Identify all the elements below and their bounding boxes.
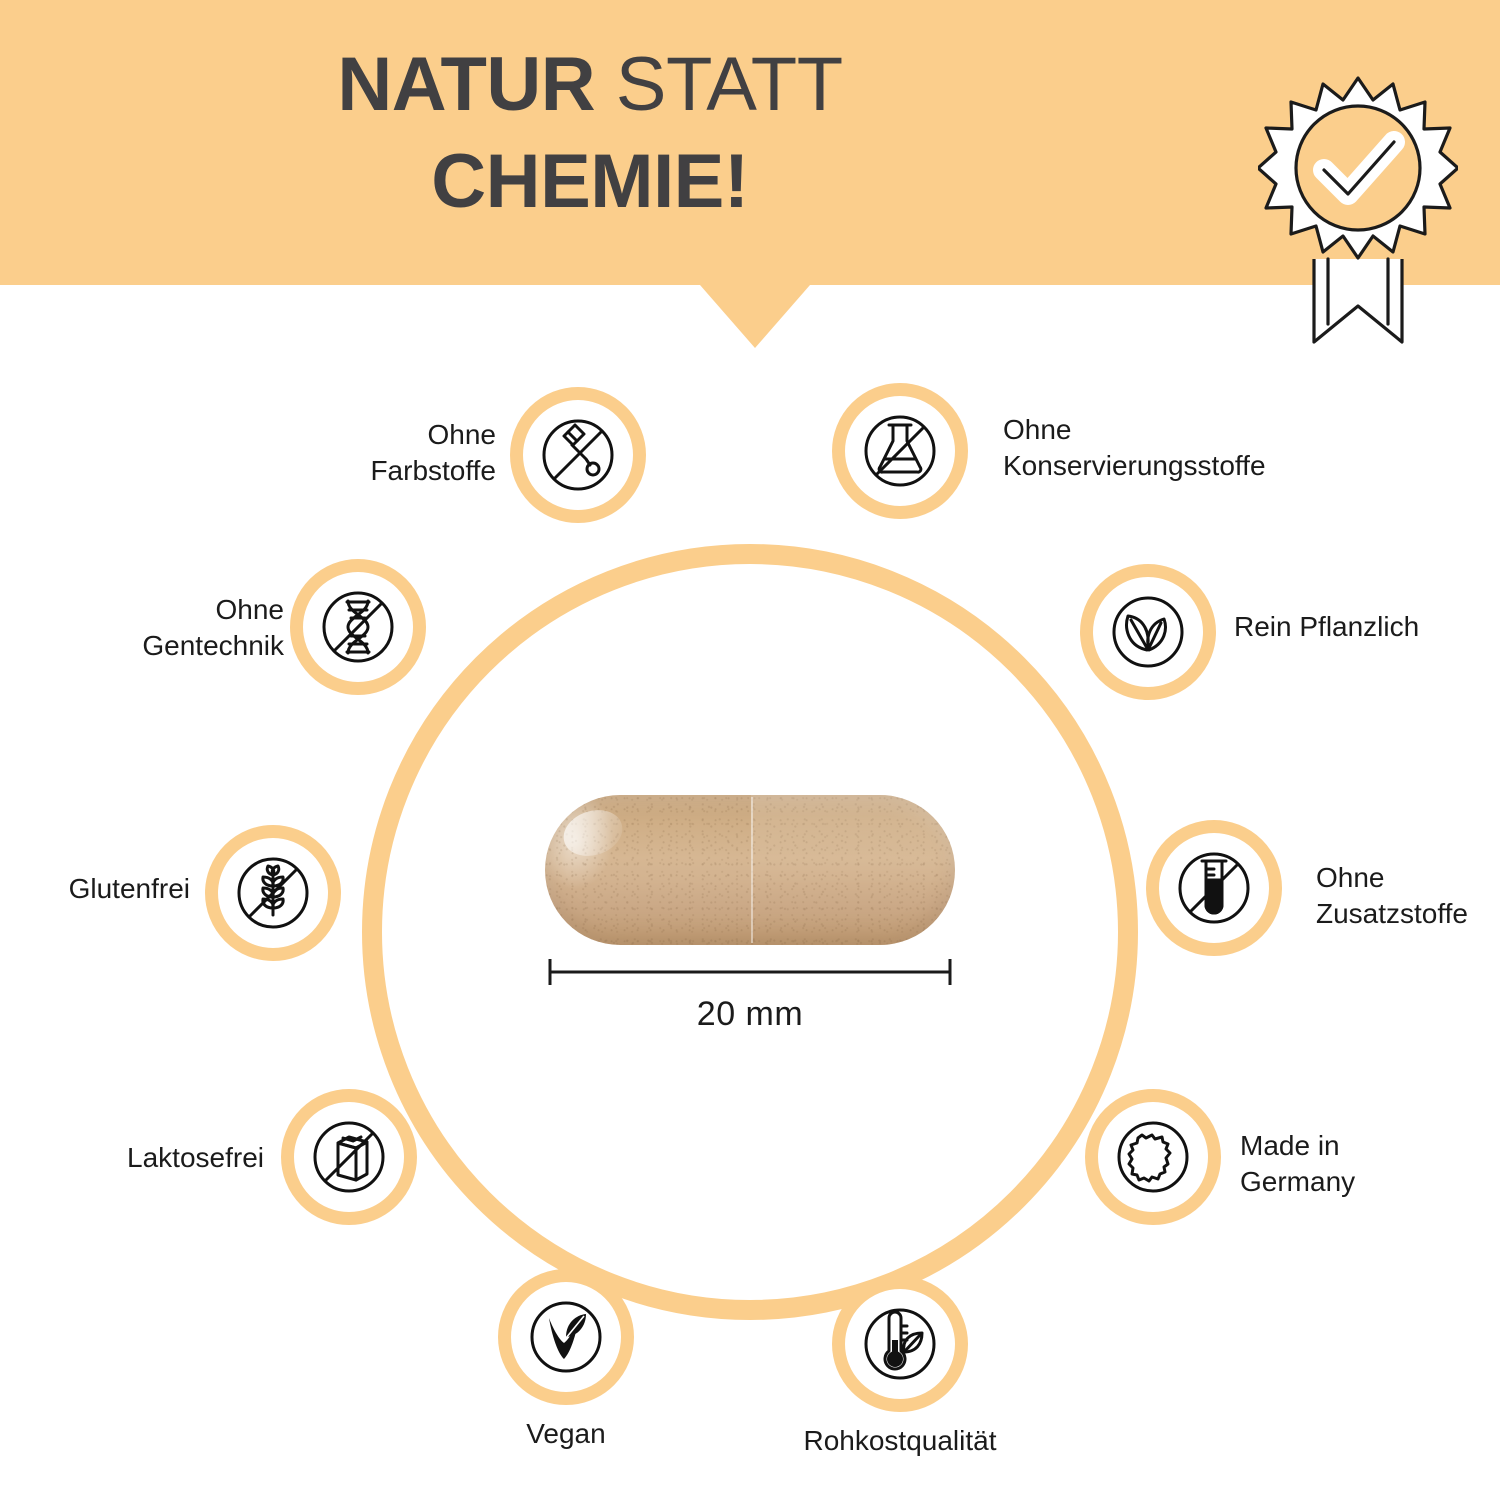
badge-label-laktosefrei: Laktosefrei bbox=[127, 1142, 264, 1173]
capsule-icon bbox=[545, 795, 955, 945]
thermometer-leaf-icon bbox=[854, 1298, 946, 1390]
capsule-seam bbox=[751, 797, 753, 943]
speech-bubble-pointer bbox=[700, 285, 810, 348]
no-dna-icon bbox=[312, 581, 404, 673]
starburst-check-ribbon-icon bbox=[1256, 74, 1460, 344]
page-title-word-natur: NATUR bbox=[337, 42, 596, 127]
badge-ohne-zusatzstoffe[interactable] bbox=[1146, 820, 1282, 956]
badge-label-ohne-farbstoffe: Ohne Farbstoffe bbox=[370, 419, 496, 487]
capsule-body bbox=[545, 795, 955, 945]
page-title: NATUR STATT CHEMIE! bbox=[0, 36, 1180, 231]
badge-label-vegan: Vegan bbox=[526, 1418, 606, 1449]
header-banner: NATUR STATT CHEMIE! bbox=[0, 0, 1500, 285]
dimension-line bbox=[547, 955, 953, 989]
badge-label-ohne-zusatzstoffe: Ohne Zusatzstoffe bbox=[1316, 862, 1469, 930]
badge-label-ohne-gentechnik: Ohne Gentechnik bbox=[142, 594, 284, 662]
no-milk-carton-icon bbox=[303, 1111, 395, 1203]
badge-label-rohkostqualitaet: Rohkostqualität bbox=[803, 1425, 997, 1456]
badge-laktosefrei[interactable] bbox=[281, 1089, 417, 1225]
badge-label-ohne-konservierungsstoffe: Ohne Konservierungsstoffe bbox=[1003, 414, 1266, 482]
no-wheat-icon bbox=[227, 847, 319, 939]
no-flask-icon bbox=[854, 405, 946, 497]
leaves-icon bbox=[1102, 586, 1194, 678]
capsule-cap-half bbox=[751, 795, 955, 945]
badge-label-glutenfrei: Glutenfrei bbox=[68, 873, 190, 904]
badge-label-made-in-germany: Made in Germany bbox=[1240, 1130, 1356, 1198]
badge-vegan[interactable] bbox=[498, 1269, 634, 1405]
badge-ohne-konservierungsstoffe[interactable] bbox=[832, 383, 968, 519]
dimension-label: 20 mm bbox=[696, 995, 804, 1033]
badge-rohkostqualitaet[interactable] bbox=[832, 1276, 968, 1412]
germany-map-icon bbox=[1107, 1111, 1199, 1203]
title-space bbox=[595, 42, 616, 127]
badge-rein-pflanzlich[interactable] bbox=[1080, 564, 1216, 700]
badge-made-in-germany[interactable] bbox=[1085, 1089, 1221, 1225]
page-title-word-statt: STATT bbox=[615, 42, 843, 127]
badge-glutenfrei[interactable] bbox=[205, 825, 341, 961]
badge-ohne-gentechnik[interactable] bbox=[290, 559, 426, 695]
vegan-v-leaf-icon bbox=[520, 1291, 612, 1383]
badge-ohne-farbstoffe[interactable] bbox=[510, 387, 646, 523]
no-test-tube-icon bbox=[1168, 842, 1260, 934]
page-title-word-chemie: CHEMIE! bbox=[431, 139, 749, 225]
badge-label-rein-pflanzlich: Rein Pflanzlich bbox=[1234, 611, 1420, 642]
no-dropper-icon bbox=[532, 409, 624, 501]
